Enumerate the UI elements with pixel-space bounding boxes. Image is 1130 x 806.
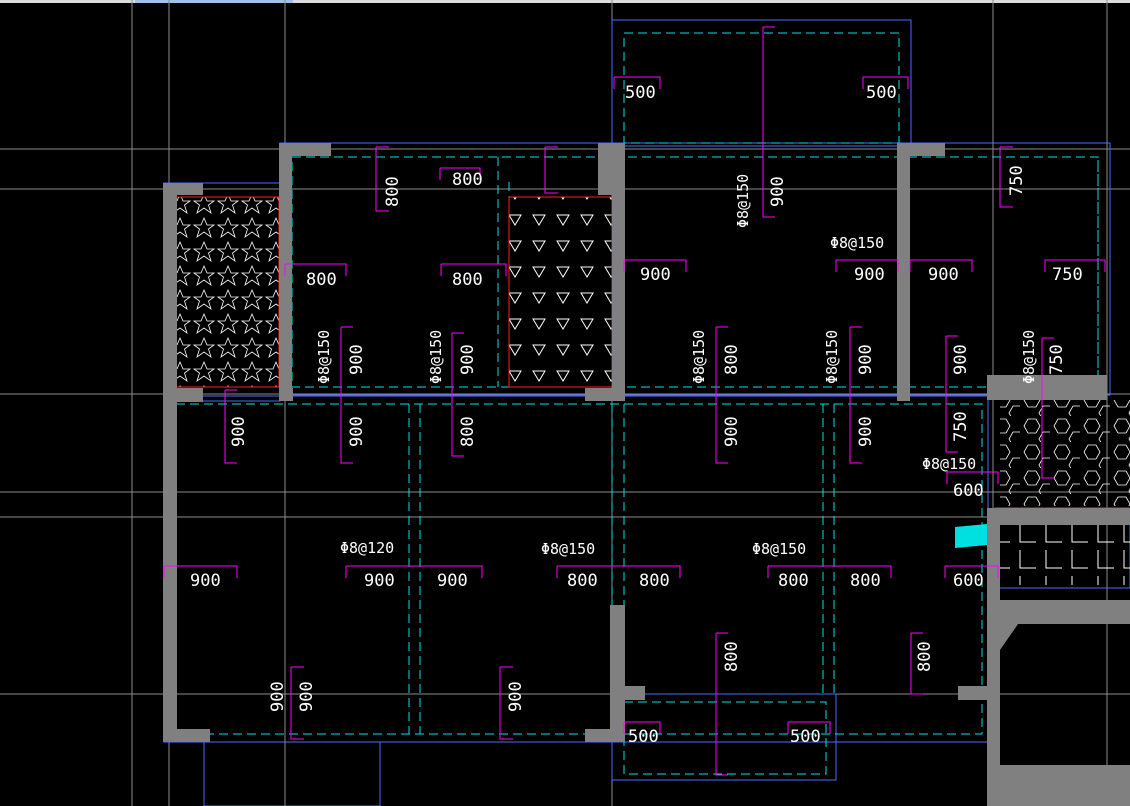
dimension-value: 800	[850, 571, 881, 591]
dimension-value: 500	[628, 727, 659, 747]
rebar-label: Φ8@150	[315, 330, 333, 384]
slab-dashed-edges	[175, 32, 1099, 775]
dimension-value: 800	[639, 571, 670, 591]
rebar-label: Φ8@150	[541, 540, 595, 558]
rebar-labels: Φ8@150 Φ8@150 Φ8@150 Φ8@150 Φ8@150 Φ8@15…	[315, 174, 1038, 558]
dimension-value: 600	[953, 571, 984, 591]
top-edge-bar	[0, 0, 1130, 3]
dimension-value: 800	[722, 344, 742, 375]
dimension-value: 900	[928, 265, 959, 285]
dimension-value: 900	[190, 571, 221, 591]
dimension-value: 900	[268, 681, 288, 712]
rebar-label: Φ8@150	[830, 234, 884, 252]
dimension-labels: 500 500 800 800 900 750 800 800 900 900 …	[190, 83, 1083, 747]
walls	[163, 143, 1130, 806]
dimension-value: 900	[768, 176, 788, 207]
document-tab[interactable]	[135, 0, 293, 3]
dimension-value: 900	[856, 416, 876, 447]
dimension-value: 900	[364, 571, 395, 591]
dimension-value: 900	[458, 344, 478, 375]
dimension-value: 800	[383, 176, 403, 207]
dimension-value: 750	[1047, 344, 1067, 375]
rebar-lines	[163, 26, 1106, 776]
dimension-value: 750	[951, 411, 971, 442]
grid-hatch	[1000, 525, 1130, 585]
dimension-value: 900	[951, 344, 971, 375]
dimension-value: 800	[306, 270, 337, 290]
dimension-value: 500	[866, 83, 897, 103]
dimension-value: 900	[347, 344, 367, 375]
dimension-value: 800	[915, 641, 935, 672]
dimension-value: 500	[625, 83, 656, 103]
cyan-fill	[955, 524, 987, 548]
dimension-value: 900	[437, 571, 468, 591]
dimension-value: 800	[458, 416, 478, 447]
dimension-value: 900	[856, 344, 876, 375]
dimension-value: 800	[452, 270, 483, 290]
rebar-label: Φ8@150	[427, 330, 445, 384]
dimension-value: 600	[953, 481, 984, 501]
dimension-value: 800	[567, 571, 598, 591]
rebar-label: Φ8@150	[823, 330, 841, 384]
dimension-value: 900	[229, 416, 249, 447]
dimension-value: 900	[722, 416, 742, 447]
dimension-value: 500	[790, 727, 821, 747]
dimension-value: 900	[297, 681, 317, 712]
rebar-label: Φ8@150	[690, 330, 708, 384]
dimension-value: 800	[452, 170, 483, 190]
dimension-value: 900	[506, 681, 526, 712]
rebar-label: Φ8@150	[752, 540, 806, 558]
triangle-hatch	[508, 196, 613, 388]
dimension-value: 800	[722, 641, 742, 672]
star-hatch	[175, 196, 280, 388]
rebar-label: Φ8@150	[734, 174, 752, 228]
dimension-value: 800	[778, 571, 809, 591]
rebar-label: Φ8@120	[340, 539, 394, 557]
dimension-value: 900	[640, 265, 671, 285]
rebar-label: Φ8@150	[1020, 330, 1038, 384]
dimension-value: 900	[854, 265, 885, 285]
dimension-value: 750	[1052, 265, 1083, 285]
dimension-value: 900	[347, 416, 367, 447]
hatched-areas	[175, 196, 1130, 585]
dimension-value: 750	[1007, 165, 1027, 196]
rebar-label: Φ8@150	[922, 455, 976, 473]
hexagon-hatch	[1000, 400, 1130, 506]
